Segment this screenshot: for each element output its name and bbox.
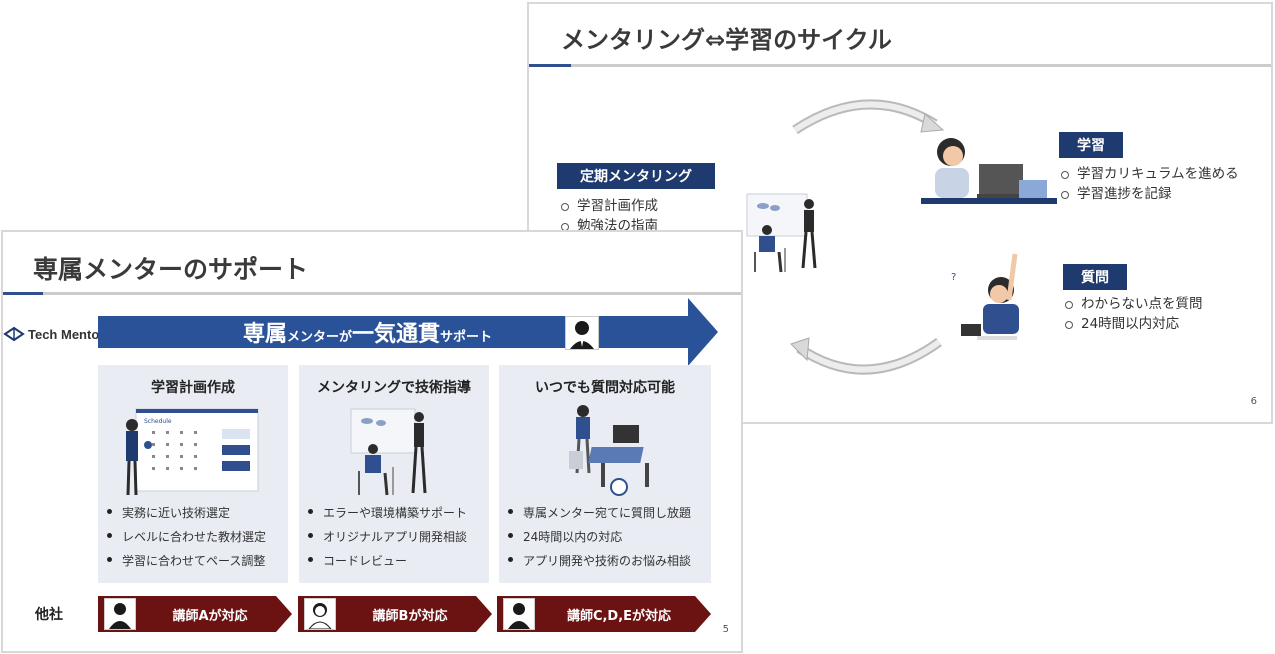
competitor-label: 講師C,D,Eが対応 bbox=[566, 608, 672, 624]
mentoring-illustration bbox=[746, 193, 817, 273]
list-item: 24時間以内対応 bbox=[1063, 314, 1203, 334]
competitor-arrow bbox=[497, 596, 711, 632]
list-item: 24時間以内の対応 bbox=[505, 525, 691, 549]
list-item: コードレビュー bbox=[305, 549, 467, 573]
column-list: 専属メンター宛てに質問し放題 24時間以内の対応 アプリ開発や技術のお悩み相談 bbox=[505, 501, 691, 573]
list-item: アプリ開発や技術のお悩み相談 bbox=[505, 549, 691, 573]
slide-title: 専属メンターのサポート bbox=[33, 255, 309, 284]
competitor-label: 講師Bが対応 bbox=[372, 608, 448, 624]
competitor-cde: 講師C,D,Eが対応 bbox=[497, 596, 711, 632]
column-anytime-support: いつでも質問対応可能 専属メンター宛てに質問し放題 24時間以内の対応 アプリ開… bbox=[499, 365, 711, 583]
list-item: わからない点を質問 bbox=[1063, 294, 1203, 314]
competitor-label: 講師Aが対応 bbox=[172, 608, 248, 624]
person-icon bbox=[508, 603, 530, 629]
avatar bbox=[503, 598, 535, 630]
competitor-arrow bbox=[98, 596, 292, 632]
title-divider-accent bbox=[529, 64, 571, 67]
svg-text:?: ? bbox=[951, 272, 956, 283]
list-item: オリジナルアプリ開発相談 bbox=[305, 525, 467, 549]
svg-text:Schedule: Schedule bbox=[144, 418, 172, 425]
person-icon bbox=[307, 603, 333, 630]
list-item: 学習計画作成 bbox=[559, 196, 658, 216]
schedule-illustration: Schedule bbox=[126, 408, 259, 496]
banner-arrow bbox=[98, 298, 718, 366]
banner-text: 専属 メンターが 一気通貫 サポート bbox=[243, 316, 492, 348]
slide-title: メンタリング⇔学習のサイクル bbox=[561, 26, 892, 54]
column-title: メンタリングで技術指導 bbox=[317, 380, 471, 396]
banner-small-2: サポート bbox=[440, 330, 493, 345]
label-question: 質問 bbox=[1063, 264, 1127, 290]
banner-big-2: 一気通貫 bbox=[352, 322, 441, 347]
column-mentoring: メンタリングで技術指導 エラーや環境構築サポート オリジナルアプリ開発相談 コー… bbox=[299, 365, 489, 583]
column-list: エラーや環境構築サポート オリジナルアプリ開発相談 コードレビュー bbox=[305, 501, 467, 573]
question-list: わからない点を質問 24時間以内対応 bbox=[1063, 294, 1203, 334]
study-illustration bbox=[921, 138, 1057, 204]
column-list: 実務に近い技術選定 レベルに合わせた教材選定 学習に合わせてペース調整 bbox=[104, 501, 266, 573]
mentoring-illustration bbox=[350, 408, 427, 496]
study-list: 学習カリキュラムを進める 学習進捗を記録 bbox=[1059, 164, 1239, 204]
list-item: 実務に近い技術選定 bbox=[104, 501, 266, 525]
cycle-arrow-top bbox=[792, 99, 945, 135]
list-item: 学習に合わせてペース調整 bbox=[104, 549, 266, 573]
cycle-arrow-bottom bbox=[790, 337, 942, 375]
tech-mentor-logo-icon bbox=[3, 326, 25, 342]
list-item: レベルに合わせた教材選定 bbox=[104, 525, 266, 549]
column-title: いつでも質問対応可能 bbox=[535, 380, 675, 396]
column-title: 学習計画作成 bbox=[151, 380, 235, 396]
avatar bbox=[104, 598, 136, 630]
avatar bbox=[304, 598, 336, 630]
list-item: 学習進捗を記録 bbox=[1059, 184, 1239, 204]
list-item: 専属メンター宛てに質問し放題 bbox=[505, 501, 691, 525]
mentor-avatar-icon bbox=[570, 321, 594, 349]
label-regular-mentoring: 定期メンタリング bbox=[557, 163, 715, 189]
list-item: 学習カリキュラムを進める bbox=[1059, 164, 1239, 184]
page-number: 6 bbox=[1250, 396, 1257, 407]
page-number: 5 bbox=[722, 624, 729, 635]
column-learning-plan: 学習計画作成 Schedule 実務に近い技術選定 レベルに合わせた教材選定 学… bbox=[98, 365, 288, 583]
brand-name: Tech Mentor bbox=[28, 326, 105, 342]
list-item: エラーや環境構築サポート bbox=[305, 501, 467, 525]
banner-big-1: 専属 bbox=[243, 322, 288, 347]
mentor-avatar bbox=[565, 316, 599, 350]
competitors-label: 他社 bbox=[35, 607, 63, 623]
competitor-a: 講師Aが対応 bbox=[98, 596, 292, 632]
slide-dedicated-mentor: 専属メンターのサポート Tech Mentor 専属 メンターが 一気通貫 サポ… bbox=[1, 230, 743, 653]
support-illustration bbox=[569, 405, 649, 496]
competitor-b: 講師Bが対応 bbox=[298, 596, 492, 632]
question-illustration: ? bbox=[951, 253, 1019, 340]
label-study: 学習 bbox=[1059, 132, 1123, 158]
competitor-arrow bbox=[298, 596, 492, 632]
title-divider bbox=[529, 64, 1271, 67]
banner-small-1: メンターが bbox=[287, 330, 353, 345]
brand-logo: Tech Mentor bbox=[3, 326, 104, 342]
title-divider-accent bbox=[3, 292, 43, 295]
person-icon bbox=[109, 603, 131, 629]
title-divider bbox=[3, 292, 741, 295]
